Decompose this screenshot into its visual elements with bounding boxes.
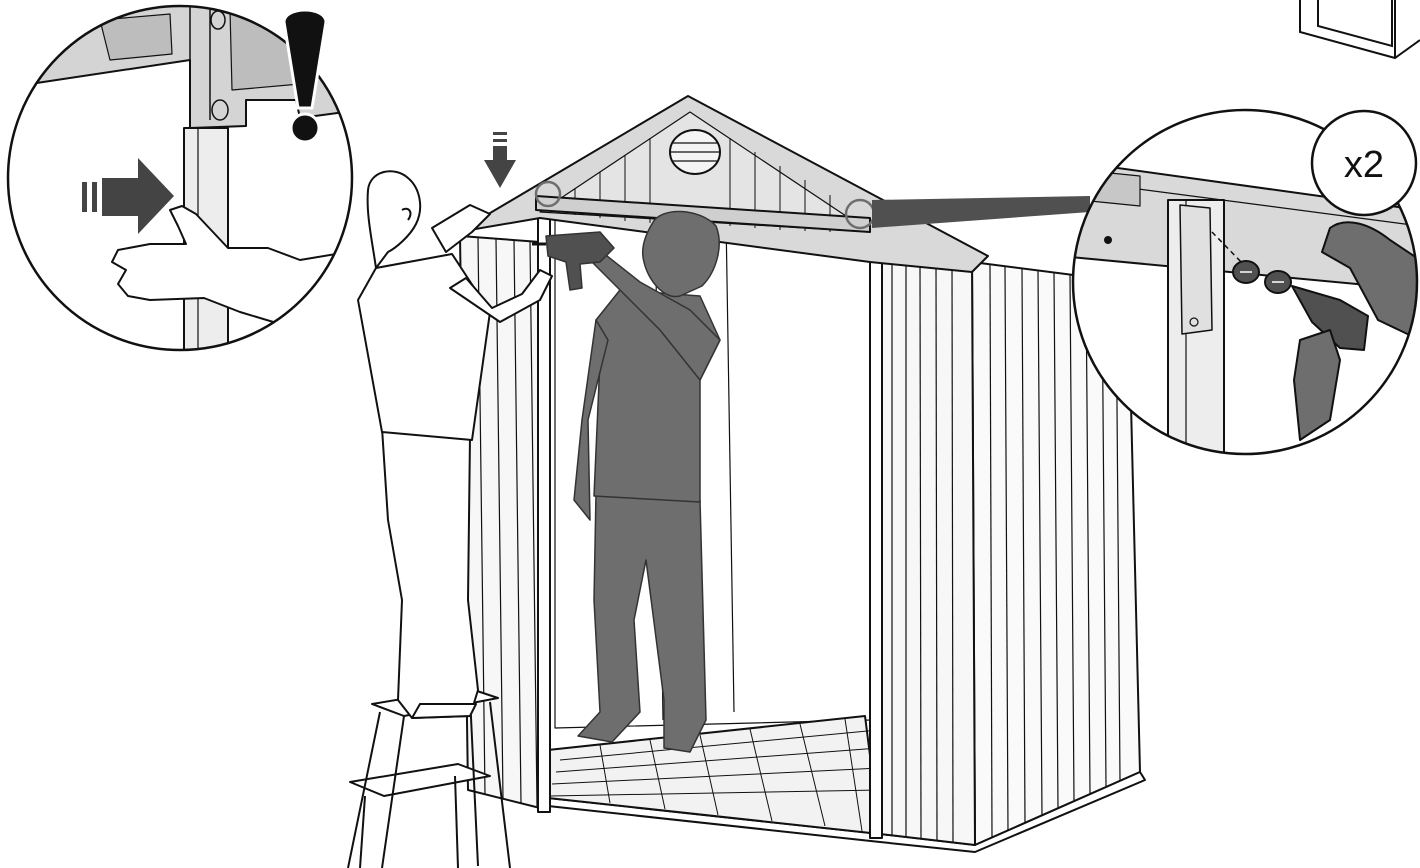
callout-pointer xyxy=(872,196,1090,228)
shed xyxy=(458,96,1145,852)
quantity-label: x2 xyxy=(1344,144,1384,186)
press-down-arrow-icon xyxy=(484,132,516,188)
corner-box-fragment xyxy=(1300,0,1420,58)
shed-right-front-panel xyxy=(880,262,975,845)
left-door-post xyxy=(538,214,550,812)
left-detail-callout xyxy=(0,0,360,368)
quantity-badge: x2 xyxy=(1312,111,1416,215)
bracket-plate xyxy=(1180,205,1212,334)
right-door-post xyxy=(870,226,882,838)
